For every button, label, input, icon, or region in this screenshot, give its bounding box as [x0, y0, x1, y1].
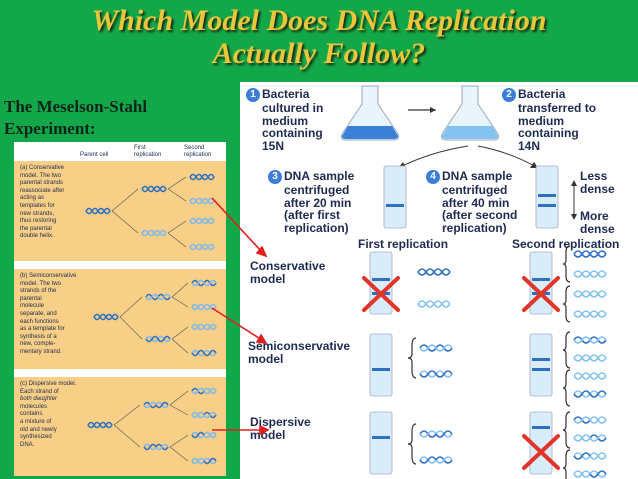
conservative-diagram: [85, 173, 215, 251]
semiconservative-diagram: [93, 279, 217, 357]
tube-20min-icon: [383, 165, 407, 229]
title-line-1: Which Model Does DNA Replication: [91, 4, 547, 37]
col-parent: Parent cell: [80, 152, 109, 158]
flask-14n-icon: [441, 85, 499, 141]
experiment-graphics: [341, 85, 607, 479]
title-line-2: Actually Follow?: [212, 37, 426, 70]
dispersive-diagram: [87, 387, 217, 465]
x-mark-icons: [362, 276, 560, 470]
bracket-icons: [407, 245, 571, 479]
result-tubes: [369, 251, 553, 475]
flask-15n-icon: [341, 85, 399, 141]
dispersive-panel: (c) Dispersive model.Each strand of both…: [14, 377, 226, 476]
dna-strands: [417, 250, 607, 478]
dispersive-caption: (c) Dispersive model.Each strand of both…: [20, 381, 77, 448]
branch-arrow-1: [397, 145, 469, 169]
subtitle-line-2: Experiment:: [4, 119, 96, 138]
slide-title: Which Model Does DNA Replication Actuall…: [0, 4, 638, 70]
subtitle-line-1: The Meselson-Stahl: [4, 97, 148, 116]
subtitle: The Meselson-Stahl Experiment:: [4, 96, 147, 140]
tube-40min-icon: [535, 165, 559, 229]
first-replication-header: First replication: [358, 237, 449, 251]
second-replication-header: Second replication: [512, 237, 620, 251]
